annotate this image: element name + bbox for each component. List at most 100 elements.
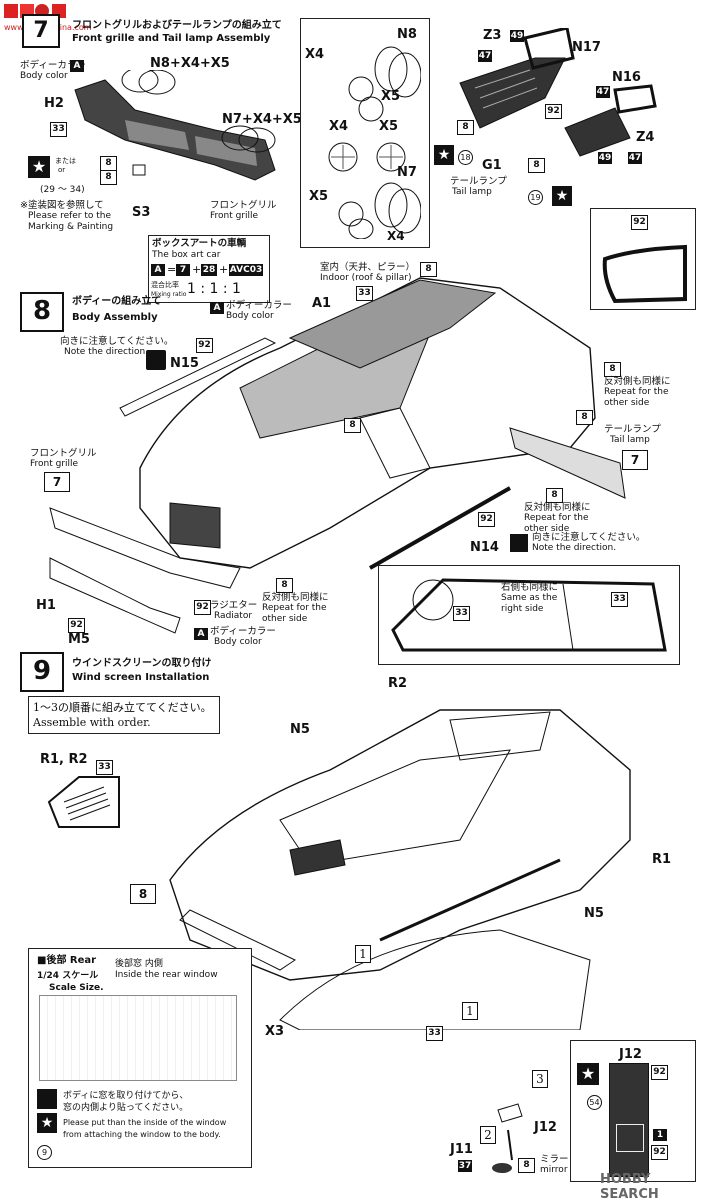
j12-console-drawing [609, 1063, 649, 1177]
front-grille-en: Front grille [210, 211, 259, 221]
j12-54: 54 [587, 1095, 602, 1110]
tail-n17: N17 [572, 40, 601, 55]
quarter-window-frame: 33 33 右側も同様に Same as the right side [378, 565, 680, 665]
tail-19: 19 [528, 190, 543, 205]
mirror-en: mirror [540, 1165, 568, 1175]
part-n15: N15 [170, 356, 199, 371]
box-art-ratio-jp: 混合比率 [151, 281, 179, 289]
front-grille-jp: フロントグリル [210, 200, 277, 211]
rear-window-inset: 92 [590, 208, 696, 310]
part-n5-b: N5 [584, 906, 604, 921]
step-8-number: 8 [20, 292, 64, 332]
rear-note-en2: from attaching the window to the body. [63, 1130, 221, 1139]
box-art-plus1: + [192, 263, 202, 276]
s8-repeat-jp-b: 反対側も同様に [524, 502, 591, 513]
step-8-title-jp: ボディーの組み立て [72, 296, 162, 307]
lens-n7: N7 [397, 165, 417, 180]
order-en: Assemble with order. [33, 716, 151, 729]
box-art-c1: 7 [176, 264, 190, 276]
tail-47c: 47 [596, 86, 610, 98]
part-j12: J12 [534, 1120, 557, 1135]
rear-star-icon: ★ [37, 1113, 57, 1133]
lens-parts-frame: X4 N8 X5 X4 X5 N7 X5 X4 [300, 18, 430, 248]
s8-front-grille-en: Front grille [30, 459, 79, 469]
same-right-en1: Same as the [501, 593, 558, 603]
paint-brush-icon-b [510, 534, 528, 552]
car-body-drawing-step8 [49, 277, 626, 634]
lens-x4: X4 [305, 47, 325, 62]
same-right-jp: 右側も同様に [501, 582, 559, 593]
scale-en: Scale Size. [49, 983, 104, 993]
s8-interior-jp: 室内（天井、ピラー） [320, 262, 416, 273]
s8-8-b: 8 [604, 362, 621, 377]
tail-z3: Z3 [483, 28, 502, 43]
s8-92-c: 92 [68, 618, 85, 633]
decal-star-icon: ★ [28, 156, 50, 178]
rear-window-template [39, 995, 237, 1081]
marking-note-en1: Please refer to the [28, 211, 112, 221]
s8-repeat-en1-c: Repeat for the [262, 603, 327, 613]
box-art-c3: AVC03 [229, 264, 263, 276]
s8-radiator-en: Radiator [214, 611, 253, 621]
part-a1: A1 [312, 296, 332, 311]
s8-body-color-en-b: Body color [214, 637, 262, 647]
s9-33-b: 33 [426, 1026, 443, 1041]
tail-47b: 47 [628, 152, 642, 164]
box-art-plus2: + [219, 263, 229, 276]
s8-8-c: 8 [576, 410, 593, 425]
front-grille-drawing [74, 70, 276, 181]
s8-ref-7b: 7 [622, 450, 648, 470]
part-n8-x4-x5: N8+X4+X5 [150, 56, 230, 71]
tail-8b: 8 [528, 158, 545, 173]
s8-ref-7: 7 [44, 472, 70, 492]
marking-ref: (29 ～ 34) [40, 185, 85, 195]
s9-8: 8 [518, 1158, 535, 1173]
s9-33: 33 [96, 760, 113, 775]
step-marker-1: 1 [355, 945, 371, 963]
tail-49: 49 [510, 30, 524, 42]
s8-8-a: 8 [344, 418, 361, 433]
scale-jp: 1/24 スケール [37, 971, 99, 981]
tail-g1: G1 [482, 158, 502, 173]
rear-9: 9 [37, 1145, 52, 1160]
step-9-number: 9 [20, 652, 64, 692]
step-7-title-en: Front grille and Tail lamp Assembly [72, 33, 271, 44]
step-9-title-jp: ウインドスクリーンの取り付け [72, 658, 212, 669]
box-art-panel: ボックスアートの車輌 The box art car A = 7 + 28 + … [148, 235, 270, 303]
tail-lamp-en: Tail lamp [452, 187, 492, 197]
s8-paint-a-b: A [194, 628, 208, 640]
or-jp: または [55, 157, 76, 165]
s8-repeat-en1: Repeat for the [604, 387, 669, 397]
rear-window-en: Inside the rear window [115, 970, 218, 980]
tail-92: 92 [545, 104, 562, 119]
s8-8-top: 8 [420, 262, 437, 277]
box-art-title-jp: ボックスアートの車輌 [152, 238, 247, 249]
body-color-en: Body color [20, 71, 68, 81]
tail-8a: 8 [457, 120, 474, 135]
tail-lamp-drawing [459, 28, 657, 157]
tail-47a: 47 [478, 50, 492, 62]
s8-repeat-jp-c: 反対側も同様に [262, 592, 329, 603]
box-art-eq: = [167, 263, 177, 276]
rear-note-jp2: 窓の内側より貼ってください。 [63, 1103, 189, 1113]
s8-paint-a: A [210, 302, 224, 314]
s8-8-e: 8 [276, 578, 293, 593]
hobby-search-watermark: HOBBY SEARCH [600, 1172, 659, 1202]
assembly-order-note: 1～3の順番に組み立ててください。 Assemble with order. [28, 696, 220, 734]
part-h1: H1 [36, 598, 56, 613]
step-7-title-jp: フロントグリルおよびテールランプの組み立て [72, 20, 282, 31]
paint-8b: 8 [100, 170, 117, 185]
s8-tail-lamp-en: Tail lamp [610, 435, 650, 445]
s8-note-dir-jp-b: 向きに注意してください。 [532, 532, 646, 543]
rear-title: ■後部 Rear [37, 955, 97, 966]
j12-1: 1 [653, 1129, 667, 1141]
or-en: or [58, 166, 66, 174]
lens-x5-c: X5 [309, 189, 329, 204]
tail-18: 18 [458, 150, 473, 165]
tail-star-icon: ★ [434, 145, 454, 165]
body-color-jp: ボディーカラー [20, 60, 86, 71]
vent-drawing [47, 776, 120, 828]
rear-note-en1: Please put than the inside of the window [63, 1118, 227, 1127]
mirror-drawing [492, 1103, 523, 1173]
order-jp: 1～3の順番に組み立ててください。 [33, 701, 212, 714]
